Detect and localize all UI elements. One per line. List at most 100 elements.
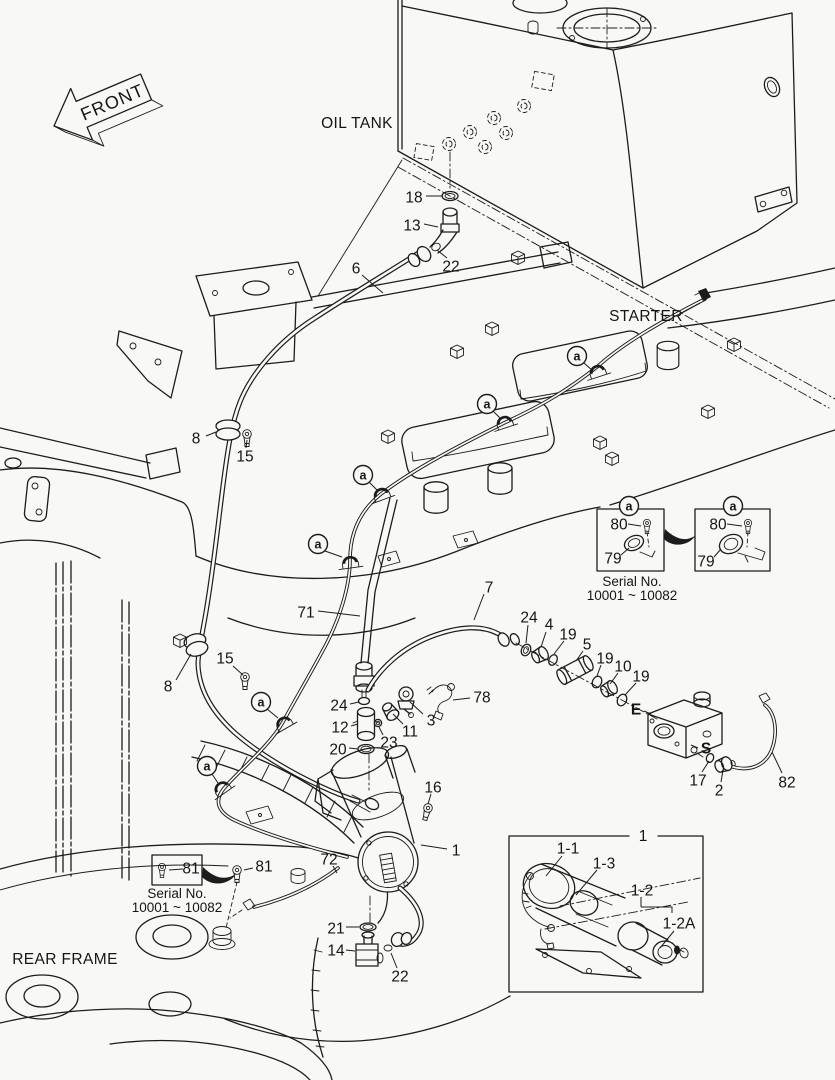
part-callout-20: 20 [329, 742, 347, 759]
part-callout-1-2: 1-2 [631, 883, 653, 900]
part-callout-22: 22 [391, 969, 408, 986]
inset-assembly-1 [508, 835, 704, 993]
detail-marker-circle [566, 345, 588, 367]
part-callout-24: 24 [520, 610, 538, 627]
leader-line [701, 760, 710, 773]
starter-motor-drawing [314, 744, 434, 893]
part-callout-E: E [631, 702, 641, 719]
detail-marker-a: a [574, 350, 582, 364]
part-callout-3: 3 [427, 713, 436, 730]
leader-line [266, 708, 279, 719]
part-callout-71: 71 [297, 605, 314, 622]
leader-line [553, 640, 565, 655]
hose-7 [365, 625, 520, 693]
leader-line [368, 481, 378, 491]
part-callout-8: 8 [192, 431, 201, 448]
standoff-boss [208, 868, 306, 950]
part-callout-13: 13 [403, 218, 420, 235]
leader-line [232, 665, 244, 676]
part-callout-8: 8 [164, 679, 173, 696]
part-callout-12: 12 [331, 720, 348, 737]
part-callout-2: 2 [715, 783, 724, 800]
leader-line [245, 439, 248, 449]
part-callout-80: 80 [709, 517, 727, 534]
leader-line [713, 548, 722, 558]
oil-tank-drawing [397, 0, 835, 409]
starter-cable-harness [207, 288, 711, 859]
part-callout-82: 82 [778, 775, 795, 792]
serial-inset-81 [151, 854, 236, 886]
leader-line [392, 713, 404, 725]
leader-line [624, 682, 637, 696]
part-callout-79: 79 [697, 554, 714, 571]
part-callout-19: 19 [559, 627, 576, 644]
inset-label-1: 1 [639, 828, 648, 845]
part-callout-17: 17 [689, 773, 706, 790]
part-callout-81: 81 [255, 859, 272, 876]
part-callout-81: 81 [182, 861, 199, 878]
part-callout-7: 7 [485, 580, 494, 597]
part-callout-24: 24 [330, 698, 348, 715]
part-callout-4: 4 [545, 617, 554, 634]
front-direction-arrow: FRONT [53, 73, 164, 147]
detail-marker-circle [307, 533, 329, 555]
leader-line [473, 593, 485, 621]
leader-line [211, 773, 219, 784]
part-callout-11: 11 [402, 724, 418, 741]
tube-71 [353, 497, 398, 693]
oil-tank-label: OIL TANK [321, 115, 393, 132]
leader-line [575, 650, 584, 662]
part-callout-80: 80 [610, 517, 628, 534]
leader-line [390, 952, 398, 969]
part-callout-21: 21 [327, 921, 344, 938]
part-callout-15: 15 [216, 651, 233, 668]
detail-marker-a: a [484, 398, 492, 412]
leader-line [361, 274, 384, 294]
rear-frame-label: REAR FRAME [12, 951, 118, 968]
leader-line [348, 747, 359, 750]
part-callout-79: 79 [604, 551, 621, 568]
detail-marker-a: a [258, 696, 266, 710]
detail-marker-circle [618, 495, 640, 517]
detail-marker-a: a [360, 469, 368, 483]
pump-hose-and-fittings [225, 865, 424, 967]
leader-line [168, 868, 184, 871]
fitting-stack-13-18-22 [429, 151, 460, 254]
leader-line [643, 710, 652, 715]
leader-line [545, 855, 563, 877]
leader-line [409, 701, 424, 715]
leader-line [609, 672, 619, 685]
leader-line [324, 550, 343, 558]
part-callout-15: 15 [236, 449, 253, 466]
manifold-block-E [647, 691, 777, 773]
leader-line [620, 547, 630, 556]
leader-line [525, 624, 529, 644]
part-callout-5: 5 [583, 637, 592, 654]
leader-line [436, 249, 448, 259]
part-callout-78: 78 [473, 690, 490, 707]
leader-line [349, 701, 360, 705]
leader-line [575, 869, 598, 896]
detail-marker-circle [196, 755, 218, 777]
tank-bolt-pattern [413, 70, 555, 161]
leader-line [427, 793, 432, 805]
detail-marker-circle [722, 495, 744, 517]
part-callout-S: S [701, 741, 711, 758]
clamp-8-bolt-15 [173, 429, 252, 690]
leader-line [378, 726, 384, 736]
leader-line [596, 664, 602, 677]
leader-line [423, 223, 439, 228]
leader-line [492, 410, 502, 420]
leader-line [317, 610, 361, 617]
part-callout-10: 10 [614, 659, 632, 676]
leader-line [771, 751, 783, 774]
part-callout-22: 22 [442, 259, 459, 276]
leader-line [332, 865, 338, 874]
part-callout-1-3: 1-3 [593, 856, 615, 873]
part-callout-1-1: 1-1 [557, 841, 579, 858]
frame-structure [0, 159, 835, 1080]
detail-marker-circle [476, 393, 498, 415]
